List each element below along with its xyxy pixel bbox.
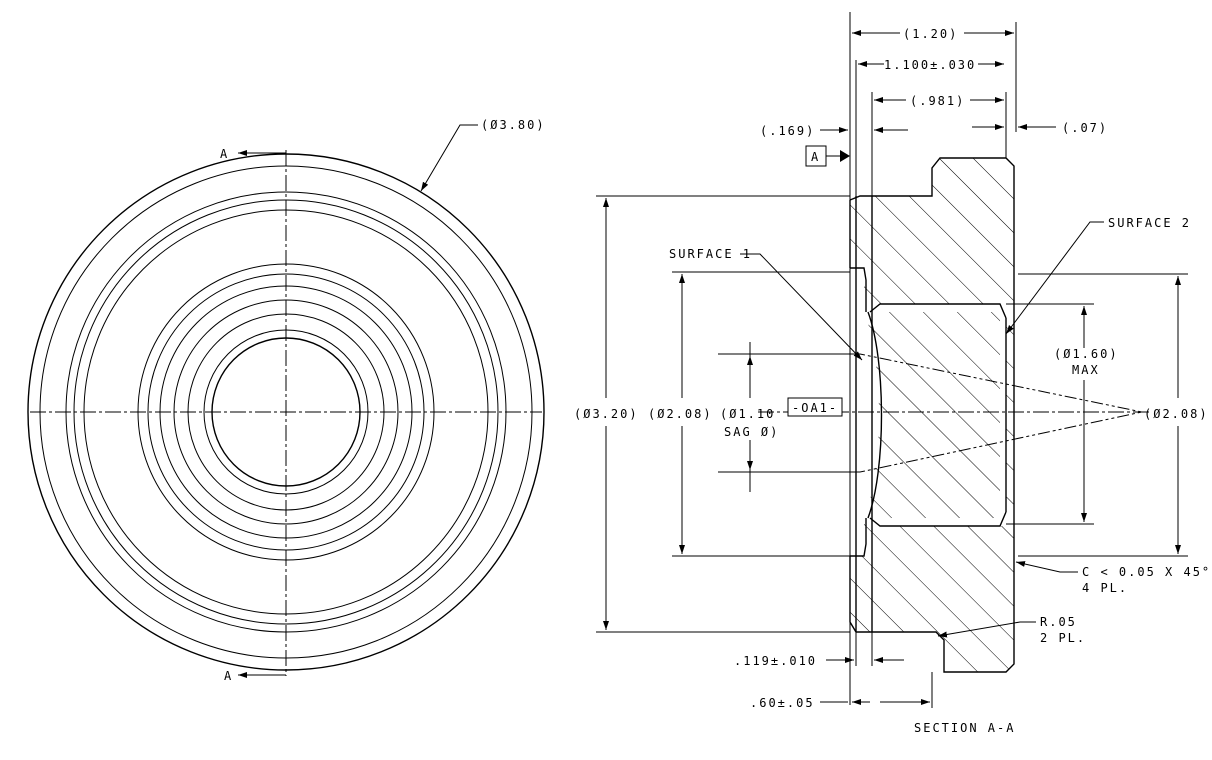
dia-160-text: (Ø1.60) — [1054, 347, 1119, 361]
front-view: A A (Ø3.80) — [27, 118, 546, 683]
dia-208-right-text: (Ø2.08) — [1144, 407, 1209, 421]
dim-right-step: (.07) — [972, 121, 1108, 135]
dia-320-text: (Ø3.20) — [574, 407, 639, 421]
max-text: MAX — [1072, 363, 1100, 377]
radius-note: R.05 2 PL. — [937, 615, 1086, 645]
section-mark-bottom: A — [224, 669, 233, 683]
dim-length-tolerance: 1.100±.030 — [858, 58, 1004, 72]
inner-len-text: (.981) — [910, 94, 965, 108]
dim-left-step: (.169) — [760, 124, 908, 138]
outer-dia-label: (Ø3.80) — [481, 118, 546, 132]
section-mark-top: A — [220, 147, 229, 161]
radius1-text: R.05 — [1040, 615, 1077, 629]
dim-dia-320: (Ø3.20) — [574, 198, 639, 630]
dim-flange: .60±.05 — [750, 696, 930, 710]
surface2-text: SURFACE 2 — [1108, 216, 1191, 230]
surface1-leader: SURFACE 1 — [669, 247, 863, 361]
dia-208-left-text: (Ø2.08) — [648, 407, 713, 421]
section-arrow-bottom: A — [224, 669, 286, 683]
chamfer2-text: 4 PL. — [1082, 581, 1128, 595]
radius2-text: 2 PL. — [1040, 631, 1086, 645]
section-outline — [849, 157, 1015, 673]
dim-thickness: .119±.010 — [734, 654, 904, 668]
section-view: (1.20) 1.100±.030 (.981) (.169) (.07) — [574, 12, 1211, 735]
overall-len-text: (1.20) — [903, 27, 958, 41]
section-title: SECTION A-A — [914, 721, 1015, 735]
dim-dia-110: (Ø1.10 SAG Ø) — [718, 342, 860, 492]
sag-text: SAG Ø) — [724, 425, 779, 439]
left-step-text: (.169) — [760, 124, 815, 138]
dim-dia-160: (Ø1.60) MAX — [1054, 306, 1119, 522]
datum-a: A — [805, 145, 850, 167]
dim-overall-length: (1.20) — [852, 27, 1014, 41]
dim-dia-208-left: (Ø2.08) — [648, 274, 713, 554]
extension-lines — [596, 12, 1188, 708]
optical-axis-label: -OA1- — [787, 397, 843, 417]
chamfer-note: C < 0.05 X 45° 4 PL. — [1015, 561, 1211, 595]
dia-110-text: (Ø1.10 — [720, 407, 775, 421]
dim-inner-length: (.981) — [874, 94, 1004, 108]
oa-label-text: -OA1- — [792, 401, 838, 415]
chamfer1-text: C < 0.05 X 45° — [1082, 565, 1211, 579]
section-arrow-top: A — [220, 147, 286, 161]
surface2-leader: SURFACE 2 — [1005, 216, 1191, 335]
right-step-text: (.07) — [1062, 121, 1108, 135]
surface1-text: SURFACE 1 — [669, 247, 752, 261]
lens-region — [864, 312, 1000, 518]
datum-a-text: A — [811, 150, 820, 164]
outer-diameter-leader: (Ø3.80) — [420, 118, 546, 192]
thick-tol-text: .119±.010 — [734, 654, 817, 668]
len-tol-text: 1.100±.030 — [884, 58, 976, 72]
flange-tol-text: .60±.05 — [750, 696, 815, 710]
dim-dia-208-right: (Ø2.08) — [1144, 276, 1209, 554]
